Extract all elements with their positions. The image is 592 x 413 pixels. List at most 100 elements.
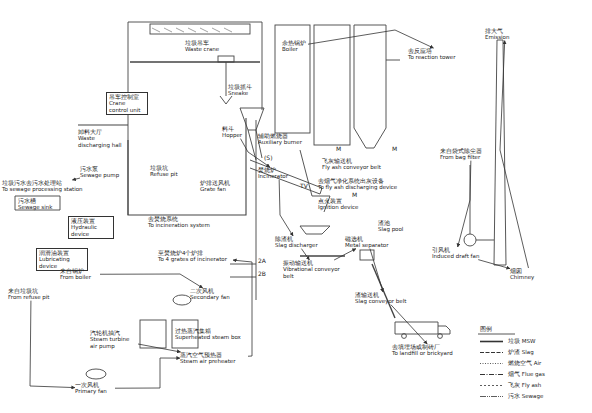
chinese-name: 垃圾坑 [150, 165, 195, 171]
english-name: Superheated steam box [175, 334, 245, 340]
legend-entry: 烟气 Flue gas [508, 371, 586, 377]
steam-air-preheater [140, 320, 166, 348]
english-name: Lubricating device [39, 256, 85, 269]
legend-sample [480, 396, 503, 397]
flow-connector [301, 249, 309, 260]
chinese-name: 去烟气净化系统出灰设备 [318, 178, 400, 184]
chinese-name: 过热蒸汽集箱 [175, 328, 245, 334]
equipment-box: 润滑油装置Lubricating device [36, 248, 88, 271]
english-name: Waste discharging hall [78, 135, 126, 148]
flow-connector [334, 249, 356, 260]
chimney [494, 40, 506, 265]
hopper [240, 108, 264, 130]
equipment-label: 污水泵Sewage pump [80, 166, 124, 179]
english-name: To reaction tower [408, 54, 486, 60]
english-name: Primary fan [75, 388, 115, 394]
english-name: Hydraulic device [71, 224, 111, 237]
equipment-label: 过热蒸汽集箱Superheated steam box [175, 328, 245, 341]
signal-tag: TV [300, 183, 308, 190]
flow-connector [279, 180, 293, 236]
metal-separator [360, 250, 374, 260]
equipment-label: 振动输送机Vibrational conveyor belt [283, 260, 349, 279]
equipment-label: 来自垃圾坑From refuse pit [8, 288, 54, 301]
english-name: Emission [485, 34, 525, 40]
chinese-name: 二次风机 [190, 288, 236, 294]
equipment-label: 去焚烧系统To incineration system [148, 216, 220, 229]
flow-connector [30, 301, 75, 388]
signal-tag: (S) [264, 155, 273, 162]
secondary-fan [173, 295, 191, 305]
flow-connector [100, 274, 203, 288]
english-name: Secondary fan [190, 294, 236, 300]
flow-connector [115, 358, 180, 388]
vibrational-conveyor [300, 255, 345, 257]
english-name: Auxiliary burner [258, 139, 308, 145]
english-name: Sewage sink [18, 204, 62, 210]
legend-sample [480, 385, 503, 386]
equipment-label: 料斗Hopper [222, 126, 252, 139]
chinese-name: 液压装置 [71, 218, 111, 224]
chinese-name: 烟囱 [510, 268, 550, 274]
english-name: Metal separator [345, 242, 391, 248]
air-duct [230, 120, 256, 300]
chinese-name: 垃圾抓斗 [228, 84, 268, 90]
slag-truck [395, 322, 450, 334]
english-name: Sneake [228, 90, 268, 96]
english-name: Slag discharger [275, 242, 319, 248]
chinese-name: 引风机 [432, 247, 480, 253]
chinese-name: 去填埋场或制砖厂 [392, 344, 474, 350]
english-name: To fly ash discharging device [318, 184, 400, 190]
flow-connector [370, 249, 383, 292]
english-name: Vibrational conveyor belt [283, 266, 349, 279]
english-name: To landfill or brickyard [392, 350, 474, 356]
flue-duct [476, 240, 494, 241]
english-name: Boiler [282, 46, 308, 52]
english-name: Refuse pit [150, 171, 195, 177]
crane-gantry [150, 24, 250, 34]
chinese-name: 辅助燃烧器 [258, 133, 308, 139]
english-name: Ignition device [318, 204, 370, 210]
chinese-name: 污水泵 [80, 166, 124, 172]
chinese-name: 一次风机 [75, 382, 115, 388]
legend-entry: 飞灰 Fly ash [508, 382, 586, 388]
english-name: Waste crane [185, 46, 235, 52]
chinese-name: 垃圾污水去污水处理站 [2, 180, 94, 186]
signal-tag: 2A [258, 258, 266, 265]
english-name: Steam turbine air pump [90, 336, 138, 349]
legend-entry: 燃烧空气 Air [508, 360, 586, 366]
chinese-name: 磁选机 [345, 236, 391, 242]
equipment-label: 余热锅炉Boiler [282, 40, 308, 53]
equipment-label: 排大气Emission [485, 28, 525, 41]
crane-trolley [218, 56, 234, 62]
legend-sample [480, 363, 503, 364]
truck-wheel [402, 334, 407, 339]
gantry-hatch [152, 28, 232, 32]
chinese-name: 料斗 [222, 126, 252, 132]
signal-tag: M [336, 146, 341, 153]
equipment-label: 污水槽Sewage sink [18, 198, 62, 211]
legend-title: 图例 [480, 326, 492, 333]
boiler-hopper [354, 25, 386, 148]
legend-sample [480, 352, 503, 353]
chinese-name: 渣输送机 [355, 292, 415, 298]
boiler-pass [275, 25, 310, 133]
chinese-name: 汽轮机抽汽 [90, 330, 138, 336]
english-name: Fly ash conveyor belt [322, 164, 384, 170]
crane-rail [130, 61, 260, 63]
equipment-label: 垃圾吊车Waste crane [185, 40, 235, 53]
english-name: Steam air preheater [180, 358, 248, 364]
signal-tag: M [352, 192, 357, 199]
legend-rule [478, 334, 515, 335]
chinese-name: 吊车控制室 [109, 94, 145, 100]
equipment-label: 渣池Slag pool [378, 220, 416, 233]
flow-connector [500, 41, 528, 268]
english-name: Slag pool [378, 226, 416, 232]
equipment-label: 汽轮机抽汽Steam turbine air pump [90, 330, 138, 349]
chinese-name: 润滑油装置 [39, 250, 85, 256]
equipment-label: 去填埋场或制砖厂To landfill or brickyard [392, 344, 474, 357]
legend-entry: 炉渣 Slag [508, 349, 586, 355]
chinese-name: 垃圾吊车 [185, 40, 235, 46]
equipment-box: 吊车控制室Crane control unit [106, 92, 148, 115]
english-name: From bag filter [440, 154, 502, 160]
